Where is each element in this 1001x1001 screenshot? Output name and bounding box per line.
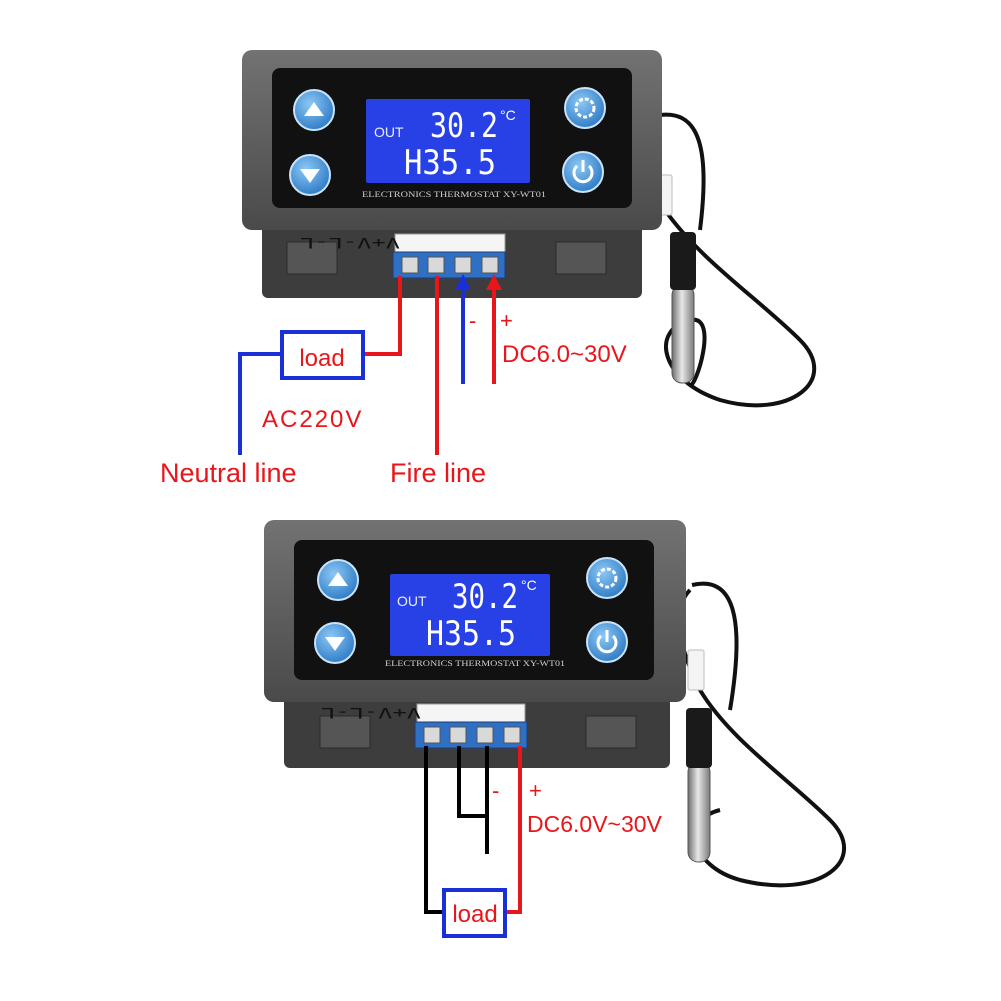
top-sensor-probe [671,284,695,384]
top-lcd-humidity: H35.5 [404,143,496,183]
top-dc-label: DC6.0~30V [502,341,627,368]
bottom-load-wire-black [424,746,444,914]
top-terminal-label-plate [394,233,506,253]
bottom-lcd-temp: 30.2 [452,577,518,617]
top-neutral-label: Neutral line [160,458,297,488]
top-terminal-screws [401,256,499,274]
power-icon [596,630,618,654]
top-wiring [238,274,502,455]
power-icon [572,160,594,184]
gear-icon [596,567,618,589]
bottom-wiring [424,746,522,914]
top-lcd-temp: 30.2 [430,106,498,146]
top-lcd-out: OUT [374,124,404,140]
top-up-button[interactable] [293,89,335,131]
top-sensor-cable [638,118,817,408]
bottom-load-box [442,888,507,938]
bottom-plus-label: + [529,778,542,803]
bottom-load-label: load [452,901,497,928]
top-minus-label: - [469,308,476,333]
bottom-positive-wire [505,746,522,914]
bottom-thermostat: OUT 30.2 °C H35.5 ELECTRONICS THERMOSTAT… [264,520,846,888]
bottom-terminal-screws [423,726,521,744]
top-thermostat: OUT 30.2 °C H35.5 ELECTRONICS THERMOSTAT… [242,50,817,408]
top-down-button[interactable] [289,154,331,196]
bottom-up-button[interactable] [317,559,359,601]
bottom-terminal-label-plate [416,703,526,723]
top-power-button[interactable] [562,151,604,193]
bottom-bridge-wire [457,746,487,818]
top-fire-label: Fire line [390,458,486,488]
top-plus-label: + [500,308,513,333]
bottom-dc-label: DC6.0V~30V [527,811,663,837]
bottom-power-button[interactable] [586,621,628,663]
bottom-lcd [390,574,550,656]
up-arrow-icon [304,102,324,116]
bottom-lcd-humidity: H35.5 [426,614,516,654]
down-arrow-icon [300,169,320,183]
top-model-label: ELECTRONICS THERMOSTAT XY-WT01 [362,190,546,199]
down-arrow-icon [325,637,345,651]
bottom-minus-label: - [492,778,499,803]
up-arrow-icon [328,572,348,586]
top-load-label: load [299,345,344,372]
bottom-terminal-labels: V+V-L-L [321,704,421,720]
top-load-box [280,330,365,380]
bottom-sensor-probe [687,761,711,863]
bottom-model-label: ELECTRONICS THERMOSTAT XY-WT01 [385,659,565,668]
bottom-down-button[interactable] [314,622,356,664]
top-load-wire [363,276,402,356]
bottom-set-button[interactable] [586,557,628,599]
top-ac-label: AC220V [262,406,363,433]
top-lcd [366,99,530,183]
top-terminal-labels: V+V-L-L [300,234,400,250]
gear-icon [574,97,596,119]
bottom-lcd-out: OUT [397,593,427,609]
top-neutral-wire [238,352,282,455]
top-lcd-unit: °C [500,107,516,123]
top-set-button[interactable] [564,87,606,129]
bottom-lcd-unit: °C [521,577,537,593]
